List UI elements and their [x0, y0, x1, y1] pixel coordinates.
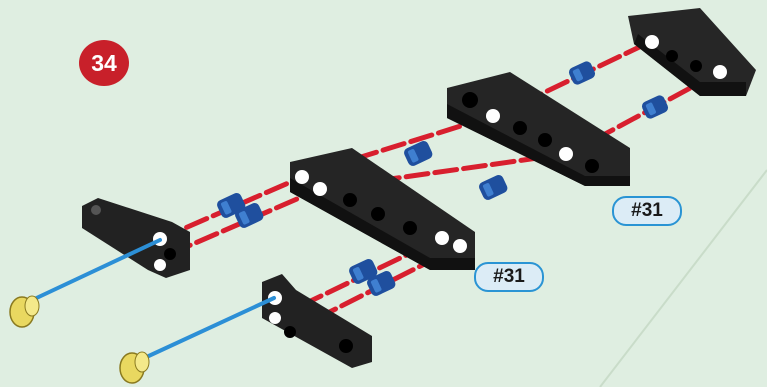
- reference-tag: #31: [612, 196, 682, 226]
- beam-small-bottom: [262, 274, 372, 368]
- reference-tag: #31: [474, 262, 544, 292]
- beam-top-right: [628, 8, 756, 96]
- axle-blue: [138, 296, 276, 362]
- peg-left: [9, 295, 40, 328]
- connector: [404, 140, 433, 166]
- connector: [479, 174, 508, 200]
- beam-small-left: [82, 198, 190, 278]
- connector: [367, 270, 396, 296]
- connector: [568, 61, 596, 85]
- peg-bottom: [119, 351, 150, 384]
- beam-middle-long: [447, 72, 630, 186]
- connector: [641, 95, 669, 119]
- connector: [235, 202, 264, 228]
- beam-front-long: [290, 148, 475, 270]
- axle-blue: [26, 238, 162, 304]
- background-panel-edge: [599, 169, 767, 387]
- axles-blue: [26, 238, 276, 362]
- step-number-badge: 34: [79, 40, 129, 86]
- connector: [349, 258, 378, 284]
